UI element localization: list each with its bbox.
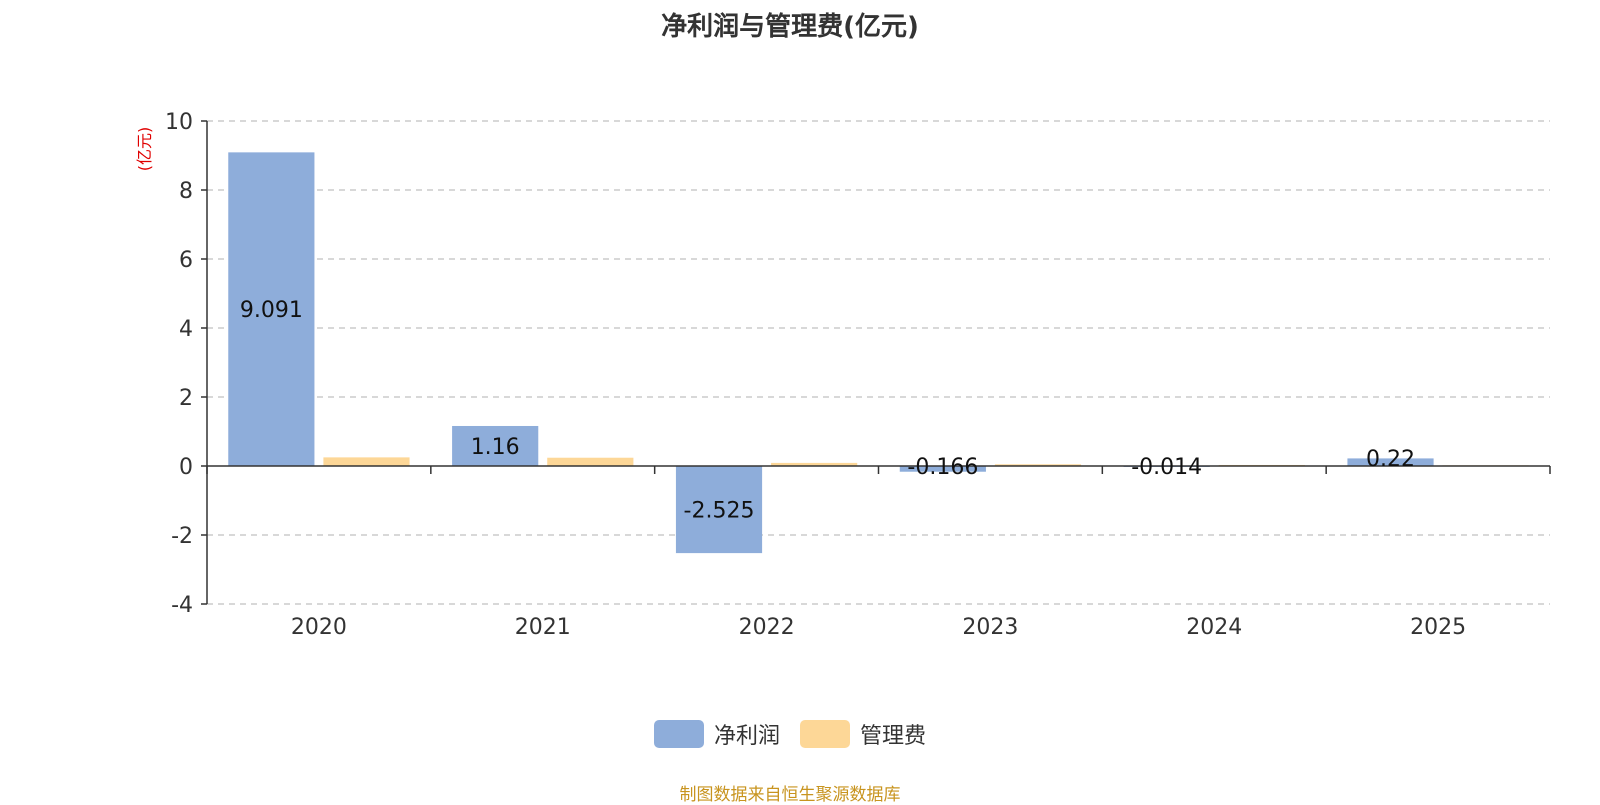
bar-admin-expense-2022 [771, 462, 858, 466]
y-tick-label: 2 [179, 386, 193, 411]
y-tick-label: -2 [171, 524, 193, 549]
bar-net-profit-2020 [228, 152, 315, 466]
data-label-net-profit-2021: 1.16 [471, 435, 520, 460]
legend: 净利润 管理费 [0, 718, 1580, 750]
bar-net-profit-2023 [899, 466, 986, 472]
y-tick-label: 10 [165, 110, 193, 135]
data-label-net-profit-2025: 0.22 [1366, 447, 1415, 472]
bar-admin-expense-2023 [994, 464, 1082, 466]
x-tick-label: 2021 [515, 615, 571, 640]
bar-admin-expense-2020 [323, 457, 410, 466]
data-label-net-profit-2022: -2.525 [684, 499, 755, 524]
legend-label-net-profit: 净利润 [713, 724, 780, 749]
bar-net-profit-2025 [1347, 458, 1434, 466]
bar-admin-expense-2021 [547, 457, 634, 466]
x-tick-label: 2020 [291, 615, 347, 640]
y-tick-label: 8 [179, 179, 193, 204]
legend-item-admin-expense[interactable]: 管理费 [800, 718, 926, 750]
data-source-note: 制图数据来自恒生聚源数据库 [679, 785, 901, 805]
bar-net-profit-2022 [675, 466, 763, 554]
legend-label-admin-expense: 管理费 [860, 724, 927, 749]
bar-net-profit-2021 [452, 425, 539, 466]
x-tick-label: 2022 [739, 615, 795, 640]
data-label-net-profit-2023: -0.166 [907, 455, 978, 480]
legend-swatch-net-profit [653, 720, 704, 748]
bar-chart: -4 -2 0 2 4 6 8 10 (亿元) 2020 2021 2022 2023 2024 2025 9… [135, 110, 1551, 640]
y-axis-unit-label: (亿元) [135, 127, 154, 172]
legend-swatch-admin-expense [800, 720, 850, 748]
y-tick-label: 4 [179, 317, 193, 342]
x-tick-label: 2025 [1410, 615, 1466, 640]
y-tick-label: 6 [179, 248, 193, 273]
legend-item-net-profit[interactable]: 净利润 [653, 718, 780, 750]
y-tick-label: -4 [171, 593, 193, 618]
data-label-net-profit-2024: -0.014 [1131, 455, 1202, 480]
x-tick-label: 2023 [962, 615, 1018, 640]
y-tick-label: 0 [179, 455, 193, 480]
chart-title: 净利润与管理费(亿元) [661, 12, 919, 42]
x-tick-label: 2024 [1186, 615, 1242, 640]
data-label-net-profit-2020: 9.091 [240, 298, 303, 323]
